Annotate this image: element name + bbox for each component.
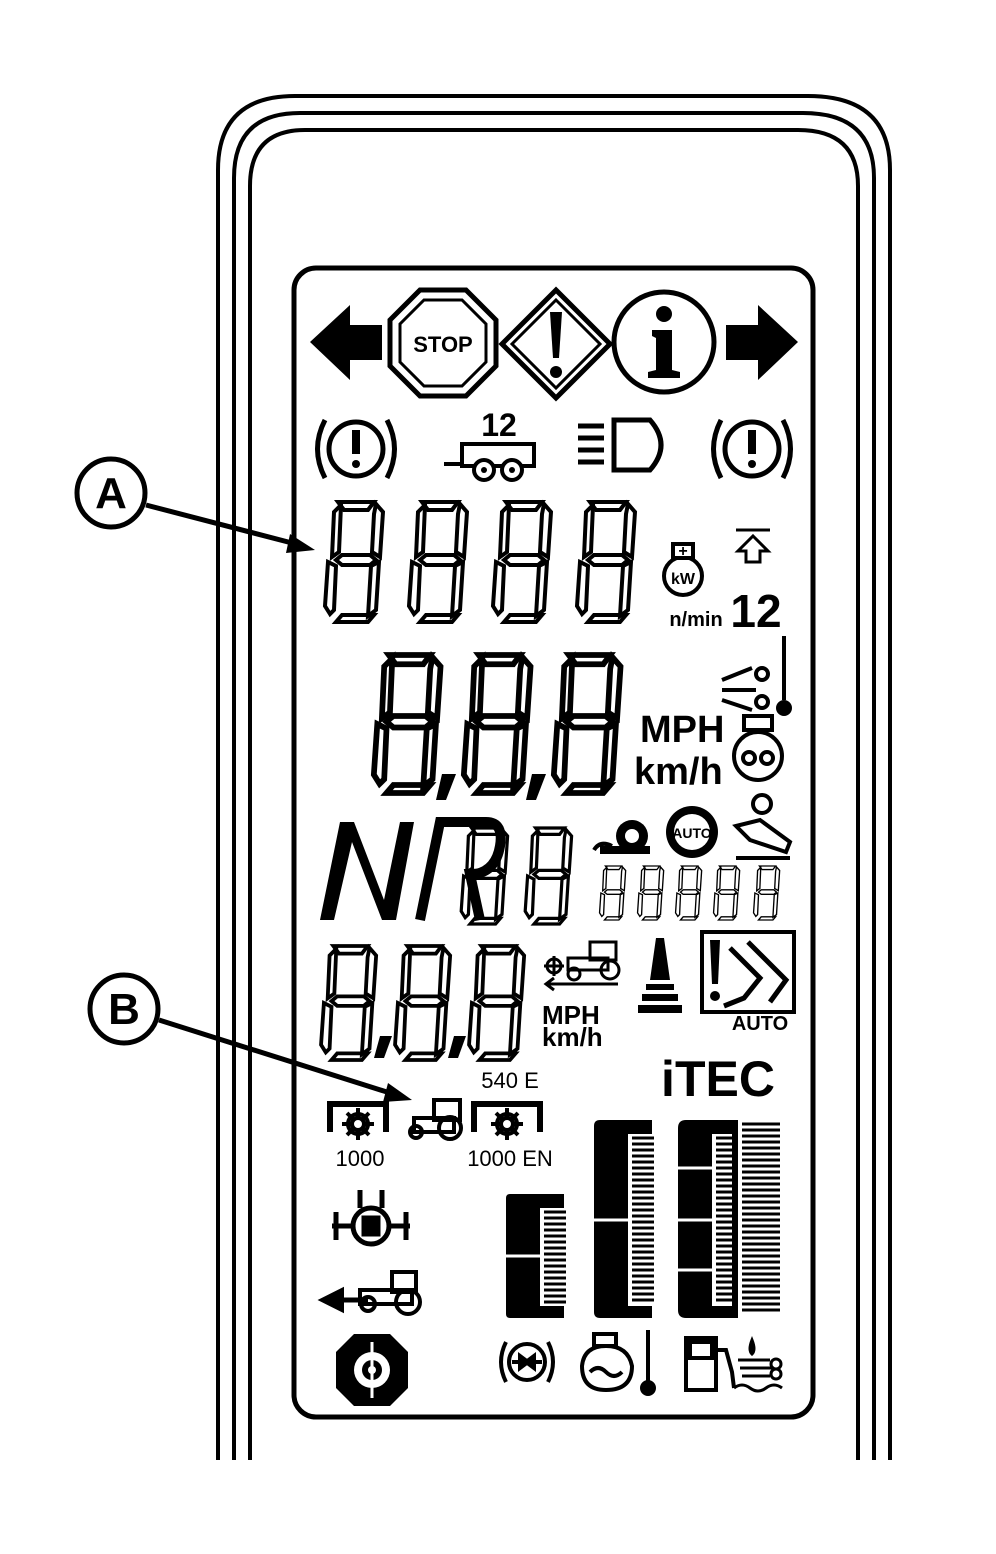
high-beam-icon	[578, 417, 664, 473]
callout-a-letter: A	[95, 469, 127, 518]
brake-warning-right-icon	[711, 418, 793, 480]
pto-economy-label: 540 E	[481, 1068, 539, 1093]
warning-diamond-icon	[498, 286, 614, 402]
rear-pto-speed-label: 1000	[336, 1146, 385, 1171]
engine-power-kw-icon: + kW	[662, 542, 704, 597]
ground-speed-unit-mph: MPH	[542, 1000, 600, 1030]
hitch-up-icon	[734, 528, 772, 564]
svg-text:12: 12	[481, 407, 517, 443]
speed-unit-mph: MPH	[640, 709, 724, 751]
ground-speed-display	[319, 944, 527, 1062]
itec-brand: iTEC	[661, 1051, 775, 1107]
front-pto-speed-label: 1000 EN	[467, 1146, 553, 1171]
speed-decimal-marks	[436, 774, 546, 800]
callout-b-letter: B	[108, 985, 140, 1034]
callout-b: B	[87, 972, 412, 1102]
stop-icon: STOP	[387, 287, 499, 399]
svg-text:+: +	[678, 543, 687, 560]
bar-gauge-small	[506, 1194, 566, 1318]
creeper-snail-icon	[592, 820, 650, 854]
engine-coolant-temperature-icon	[579, 1330, 656, 1396]
info-icon	[611, 289, 717, 395]
fuel-level-icon	[684, 1336, 736, 1392]
turn-left-arrow-icon	[310, 305, 382, 380]
svg-text:AUTO: AUTO	[732, 1013, 788, 1035]
brake-warning-left-icon	[315, 418, 397, 480]
rear-pto-icon	[327, 1101, 389, 1140]
air-temperature-icon	[721, 636, 792, 716]
small-digit-display	[598, 865, 781, 921]
speed-unit-kmh: km/h	[634, 751, 723, 793]
radar-tractor-icon	[543, 940, 621, 992]
front-pto-icon	[471, 1101, 543, 1140]
auto-gear-icon: AUTO	[666, 806, 718, 858]
speed-display	[374, 655, 621, 793]
auto-steer-warning-icon: AUTO	[700, 930, 796, 1035]
four-wheel-drive-icon	[336, 1334, 408, 1406]
turn-right-arrow-icon	[726, 305, 798, 380]
diesel-exhaust-fluid-icon	[733, 1335, 783, 1393]
joystick-icon	[638, 938, 682, 1013]
rpm-display	[323, 500, 637, 624]
bar-gauge-large	[678, 1120, 780, 1318]
svg-text:STOP: STOP	[413, 332, 473, 357]
ground-speed-decimal-marks	[374, 1036, 466, 1058]
hydraulic-pressure-icon	[499, 1341, 555, 1383]
pto-tractor-icon	[408, 1098, 463, 1141]
ground-speed-unit-kmh: km/h	[542, 1022, 603, 1052]
display-frame	[291, 265, 816, 1420]
trailer-icon: 12	[444, 407, 536, 482]
direction-label: NR	[0, 0, 2, 1]
hitch-position-number: 12	[730, 585, 781, 637]
housing-outline	[216, 94, 892, 1460]
front-axle-tractor-icon	[317, 1270, 422, 1316]
svg-text:AUTO: AUTO	[672, 825, 712, 841]
rpm-unit: n/min	[669, 609, 722, 631]
callout-a: A	[74, 456, 315, 553]
svg-text:kW: kW	[671, 571, 696, 588]
turbo-engine-icon	[732, 714, 784, 782]
bar-gauge-medium	[594, 1120, 654, 1318]
differential-lock-icon	[332, 1190, 410, 1247]
clutch-pedal-icon	[732, 793, 793, 860]
